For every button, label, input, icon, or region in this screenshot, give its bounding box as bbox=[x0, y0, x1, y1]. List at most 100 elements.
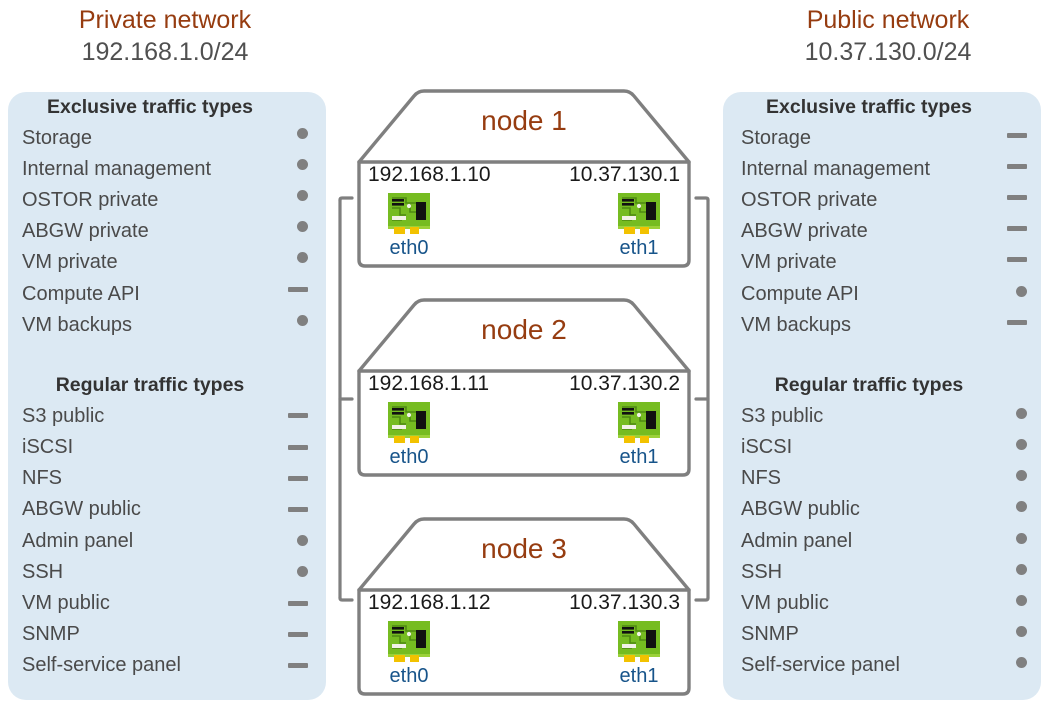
traffic-marker-slot bbox=[851, 319, 1027, 325]
nic-label-eth0: eth0 bbox=[389, 446, 429, 468]
traffic-type-row: Compute API bbox=[723, 278, 1041, 309]
traffic-type-row: OSTOR private bbox=[723, 184, 1041, 215]
traffic-type-row: S3 public bbox=[8, 400, 326, 431]
traffic-type-label: ABGW public bbox=[22, 498, 141, 521]
traffic-disabled-dash-icon bbox=[1007, 319, 1027, 325]
traffic-type-row: VM public bbox=[8, 587, 326, 618]
nic-cell-eth0: eth0 bbox=[386, 620, 432, 688]
traffic-type-row: Self-service panel bbox=[723, 650, 1041, 681]
traffic-marker-slot bbox=[158, 189, 308, 201]
left-network-title: Private network bbox=[78, 6, 252, 34]
nic-cell-eth0: eth0 bbox=[386, 192, 432, 260]
network-card-icon bbox=[616, 401, 662, 445]
node-outline-shape bbox=[357, 517, 691, 696]
traffic-type-label: SNMP bbox=[741, 623, 799, 646]
traffic-type-row: VM backups bbox=[8, 309, 326, 340]
traffic-type-row: Admin panel bbox=[8, 525, 326, 556]
traffic-type-label: Storage bbox=[22, 126, 93, 149]
traffic-marker-slot bbox=[73, 444, 308, 450]
traffic-disabled-dash-icon bbox=[1007, 163, 1027, 169]
nic-label-eth0: eth0 bbox=[389, 665, 429, 687]
traffic-enabled-dot-icon bbox=[1016, 285, 1027, 297]
traffic-type-row: Admin panel bbox=[723, 525, 1041, 556]
traffic-type-row: SNMP bbox=[8, 619, 326, 650]
traffic-marker-slot bbox=[110, 600, 308, 606]
traffic-type-row: Internal management bbox=[8, 153, 326, 184]
traffic-type-label: Self-service panel bbox=[22, 654, 181, 677]
traffic-marker-slot bbox=[80, 631, 308, 637]
traffic-type-row: iSCSI bbox=[723, 432, 1041, 463]
traffic-enabled-dot-icon bbox=[297, 314, 308, 326]
traffic-type-label: VM public bbox=[741, 592, 829, 615]
traffic-enabled-dot-icon bbox=[1016, 439, 1027, 451]
traffic-type-row: Self-service panel bbox=[8, 650, 326, 681]
traffic-marker-slot bbox=[829, 595, 1027, 607]
traffic-type-label: NFS bbox=[741, 467, 781, 490]
traffic-enabled-dot-icon bbox=[297, 566, 308, 578]
node-box-3: node 3 192.168.1.12 10.37.130.3 eth0 bbox=[352, 508, 696, 700]
traffic-type-row: OSTOR private bbox=[8, 184, 326, 215]
traffic-disabled-dash-icon bbox=[288, 631, 308, 637]
traffic-disabled-dash-icon bbox=[1007, 226, 1027, 232]
traffic-enabled-dot-icon bbox=[297, 252, 308, 264]
traffic-enabled-dot-icon bbox=[1016, 626, 1027, 638]
node-private-ip: 192.168.1.10 bbox=[368, 163, 491, 186]
panel-spacer bbox=[723, 340, 1041, 370]
traffic-marker-slot bbox=[141, 506, 308, 512]
traffic-marker-slot bbox=[859, 285, 1027, 297]
traffic-marker-slot bbox=[799, 626, 1027, 638]
node-title: node 3 bbox=[481, 533, 567, 564]
traffic-type-row: NFS bbox=[723, 463, 1041, 494]
traffic-type-row: VM backups bbox=[723, 309, 1041, 340]
traffic-marker-slot bbox=[149, 221, 308, 233]
node-outline-shape bbox=[357, 298, 691, 477]
traffic-marker-slot bbox=[823, 407, 1027, 419]
traffic-type-label: S3 public bbox=[22, 404, 105, 427]
traffic-type-label: VM private bbox=[741, 251, 837, 274]
traffic-disabled-dash-icon bbox=[288, 506, 308, 512]
traffic-type-row: ABGW private bbox=[8, 216, 326, 247]
traffic-enabled-dot-icon bbox=[297, 158, 308, 170]
traffic-marker-slot bbox=[852, 532, 1027, 544]
nic-label-eth1: eth1 bbox=[619, 665, 659, 687]
traffic-type-label: OSTOR private bbox=[22, 188, 159, 211]
nic-cell-eth0: eth0 bbox=[386, 401, 432, 469]
node-private-ip: 192.168.1.11 bbox=[368, 372, 490, 395]
traffic-marker-slot bbox=[62, 475, 308, 481]
traffic-type-label: VM public bbox=[22, 592, 110, 615]
traffic-marker-slot bbox=[781, 470, 1027, 482]
traffic-type-row: VM private bbox=[723, 247, 1041, 278]
node-public-ip: 10.37.130.1 bbox=[569, 163, 680, 186]
traffic-type-row: iSCSI bbox=[8, 432, 326, 463]
node-private-ip: 192.168.1.12 bbox=[368, 591, 491, 614]
traffic-disabled-dash-icon bbox=[288, 286, 308, 292]
traffic-type-label: SNMP bbox=[22, 623, 80, 646]
traffic-type-label: S3 public bbox=[741, 404, 824, 427]
right-exclusive-title: Exclusive traffic types bbox=[766, 96, 972, 118]
traffic-type-label: Admin panel bbox=[741, 529, 853, 552]
traffic-type-row: Compute API bbox=[8, 278, 326, 309]
right-network-cidr: 10.37.130.0/24 bbox=[804, 38, 972, 66]
network-card-icon bbox=[386, 620, 432, 664]
traffic-type-row: VM private bbox=[8, 247, 326, 278]
left-network-header: Private network 192.168.1.0/24 bbox=[0, 4, 330, 69]
traffic-type-label: SSH bbox=[741, 560, 783, 583]
traffic-type-row: ABGW public bbox=[723, 494, 1041, 525]
node-box-1: node 1 192.168.1.10 10.37.130.1 eth0 bbox=[352, 80, 696, 272]
traffic-type-row: SNMP bbox=[723, 619, 1041, 650]
traffic-marker-slot bbox=[782, 563, 1027, 575]
traffic-marker-slot bbox=[133, 535, 308, 547]
traffic-enabled-dot-icon bbox=[297, 127, 308, 139]
traffic-marker-slot bbox=[930, 163, 1027, 169]
traffic-marker-slot bbox=[792, 439, 1027, 451]
traffic-type-label: iSCSI bbox=[22, 436, 74, 459]
traffic-marker-slot bbox=[860, 501, 1027, 513]
left-exclusive-title: Exclusive traffic types bbox=[47, 96, 253, 118]
traffic-type-label: VM backups bbox=[22, 313, 133, 336]
right-regular-title: Regular traffic types bbox=[774, 374, 964, 397]
nic-label-eth1: eth1 bbox=[619, 237, 659, 259]
traffic-type-label: Self-service panel bbox=[741, 654, 900, 677]
traffic-type-row: VM public bbox=[723, 587, 1041, 618]
